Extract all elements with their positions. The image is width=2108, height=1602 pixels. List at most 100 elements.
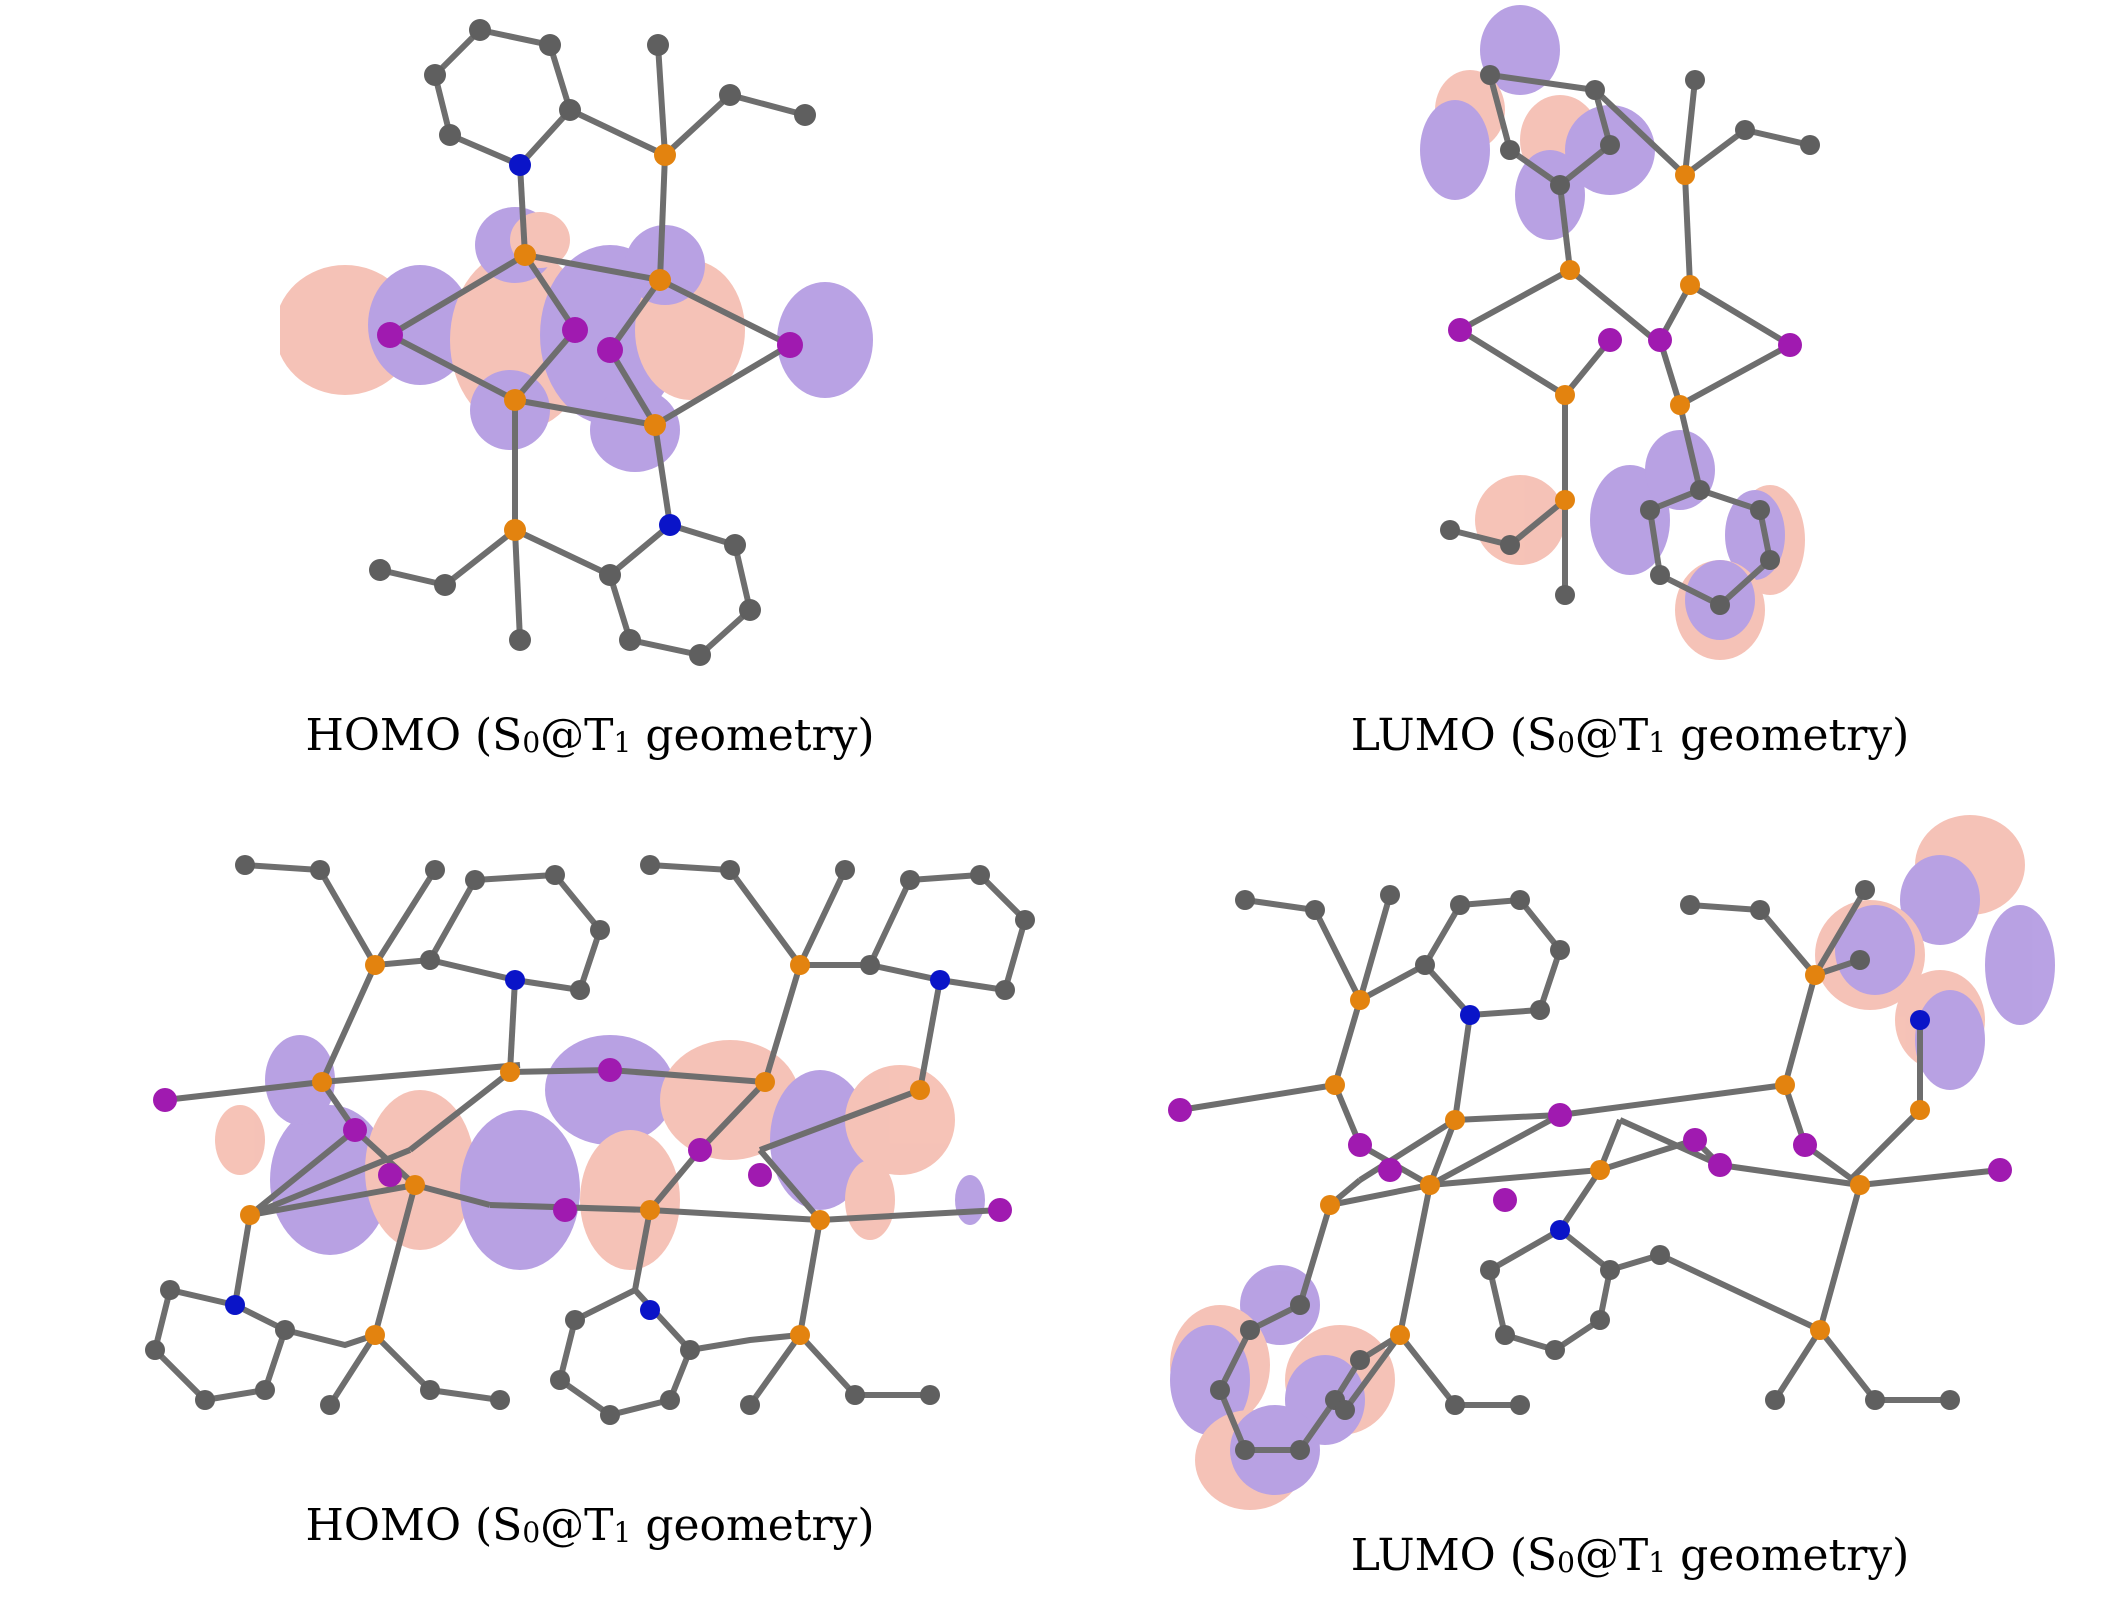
iodine-atom (1168, 1098, 1192, 1122)
phosphorus-atom (365, 955, 385, 975)
orbital-lobe (1480, 5, 1560, 95)
carbon-atom (1290, 1295, 1310, 1315)
metal-atom (1420, 1175, 1440, 1195)
iodine-atom (1378, 1158, 1402, 1182)
phosphorus-atom (1390, 1325, 1410, 1345)
orbital-lobe (625, 225, 705, 305)
carbon-atom (1495, 1325, 1515, 1345)
orbital-lobe (365, 1090, 475, 1250)
carbon-atom (1235, 890, 1255, 910)
carbon-atom (1590, 1310, 1610, 1330)
carbon-atom (275, 1320, 295, 1340)
carbon-atom (860, 955, 880, 975)
orbital-label: LUMO (1350, 710, 1496, 761)
iodine-atom (988, 1198, 1012, 1222)
iodine-atom (553, 1198, 577, 1222)
metal-atom (312, 1072, 332, 1092)
carbon-atom (539, 34, 561, 56)
carbon-atom (1765, 1390, 1785, 1410)
carbon-atom (1600, 135, 1620, 155)
orbital-lobe (460, 1110, 580, 1270)
carbon-atom (235, 855, 255, 875)
carbon-atom (1480, 1260, 1500, 1280)
metal-atom (644, 414, 666, 436)
iodine-atom (1778, 333, 1802, 357)
carbon-atom (310, 860, 330, 880)
metal-atom (1850, 1175, 1870, 1195)
carbon-atom (600, 1405, 620, 1425)
carbon-atom (1760, 550, 1780, 570)
carbon-atom (1510, 890, 1530, 910)
carbon-atom (1850, 950, 1870, 970)
nitrogen-atom (509, 154, 531, 176)
carbon-atom (835, 860, 855, 880)
carbon-atom (1550, 175, 1570, 195)
homo-dimer-structure (145, 855, 1035, 1425)
iodine-atom (1988, 1158, 2012, 1182)
orbital-lobe (1985, 905, 2055, 1025)
metal-atom (1555, 385, 1575, 405)
metal-atom (514, 244, 536, 266)
orbital-lobe (845, 1160, 895, 1240)
iodine-atom (378, 1163, 402, 1187)
carbon-atom (1335, 1400, 1355, 1420)
carbon-atom (1210, 1380, 1230, 1400)
metal-atom (504, 389, 526, 411)
carbon-atom (640, 855, 660, 875)
iodine-atom (777, 332, 803, 358)
metal-atom (1325, 1075, 1345, 1095)
carbon-atom (420, 950, 440, 970)
iodine-atom (1683, 1128, 1707, 1152)
iodine-atom (1793, 1133, 1817, 1157)
carbon-atom (1440, 520, 1460, 540)
carbon-atom (1855, 880, 1875, 900)
iodine-atom (153, 1088, 177, 1112)
carbon-atom (1530, 1000, 1550, 1020)
phosphorus-atom (504, 519, 526, 541)
iodine-atom (597, 337, 623, 363)
carbon-atom (920, 1385, 940, 1405)
nitrogen-atom (1910, 1010, 1930, 1030)
orbital-lobe (1590, 465, 1670, 575)
metal-atom (810, 1210, 830, 1230)
carbon-atom (424, 64, 446, 86)
carbon-atom (647, 34, 669, 56)
orbital-lobe (1915, 990, 1985, 1090)
homo-monomer-structure (280, 19, 873, 666)
lumo-dimer-panel (1160, 800, 2100, 1530)
phosphorus-atom (365, 1325, 385, 1345)
carbon-atom (1685, 70, 1705, 90)
carbon-atom (465, 870, 485, 890)
carbon-atom (724, 534, 746, 556)
iodine-atom (1598, 328, 1622, 352)
carbon-atom (1305, 900, 1325, 920)
metal-atom (1680, 275, 1700, 295)
carbon-atom (1865, 1390, 1885, 1410)
carbon-atom (320, 1395, 340, 1415)
carbon-atom (1510, 1395, 1530, 1415)
carbon-atom (1800, 135, 1820, 155)
phosphorus-atom (1555, 490, 1575, 510)
caption-lumo-monomer: LUMO (S0@T1 geometry) (1350, 710, 1910, 761)
carbon-atom (509, 629, 531, 651)
orbital-lobe (545, 1035, 675, 1145)
nitrogen-atom (225, 1295, 245, 1315)
orbital-lobe (368, 265, 472, 385)
carbon-atom (1290, 1440, 1310, 1460)
carbon-atom (425, 860, 445, 880)
carbon-atom (995, 980, 1015, 1000)
carbon-atom (469, 19, 491, 41)
carbon-atom (599, 564, 621, 586)
carbon-atom (739, 599, 761, 621)
carbon-atom (255, 1380, 275, 1400)
carbon-atom (490, 1390, 510, 1410)
phosphorus-atom (654, 144, 676, 166)
lumo-monomer-panel (1410, 0, 1870, 700)
carbon-atom (1240, 1320, 1260, 1340)
orbital-lobe (1515, 150, 1585, 240)
metal-atom (1775, 1075, 1795, 1095)
phosphorus-atom (1675, 165, 1695, 185)
carbon-atom (1710, 595, 1730, 615)
metal-atom (1590, 1160, 1610, 1180)
carbon-atom (1415, 955, 1435, 975)
